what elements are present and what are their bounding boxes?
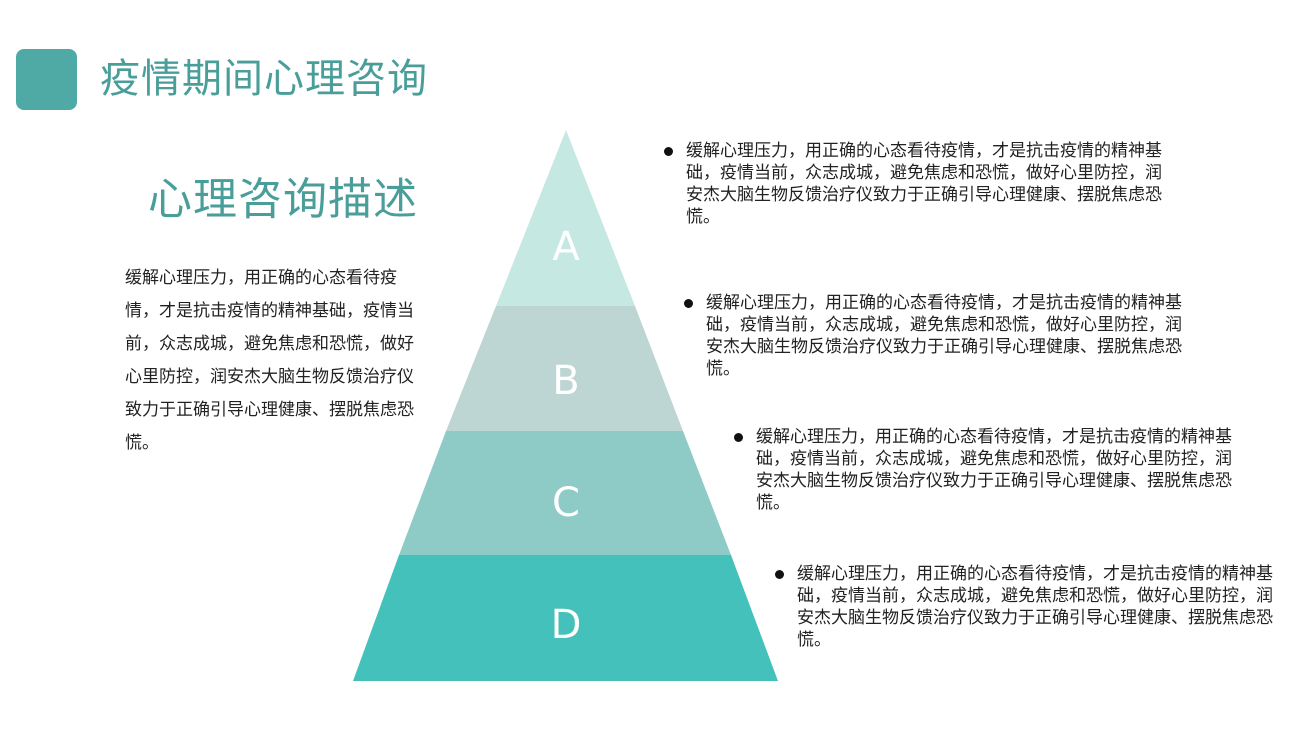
page-title: 疫情期间心理咨询 (100, 56, 428, 102)
bullet-text-c: 缓解心理压力，用正确的心态看待疫情，才是抗击疫情的精神基础，疫情当前，众志成城，… (734, 426, 1248, 514)
section-description: 缓解心理压力，用正确的心态看待疫情，才是抗击疫情的精神基础，疫情当前，众志成城，… (125, 268, 414, 453)
pyramid-label-a: A (552, 224, 580, 270)
bullet-text-a: 缓解心理压力，用正确的心态看待疫情，才是抗击疫情的精神基础，疫情当前，众志成城，… (664, 140, 1178, 228)
title-accent-square (16, 49, 77, 110)
pyramid-level-d (353, 555, 778, 681)
pyramid-level-b (446, 306, 683, 431)
pyramid-label-c: C (552, 480, 580, 526)
bullet-text-b: 缓解心理压力，用正确的心态看待疫情，才是抗击疫情的精神基础，疫情当前，众志成城，… (684, 292, 1198, 380)
section-title: 心理咨询描述 (148, 174, 418, 225)
bullet-text-d: 缓解心理压力，用正确的心态看待疫情，才是抗击疫情的精神基础，疫情当前，众志成城，… (775, 563, 1273, 651)
pyramid-label-d: D (551, 602, 582, 648)
pyramid-level-c (399, 431, 731, 555)
pyramid-label-b: B (552, 358, 579, 404)
pyramid-level-a (496, 130, 635, 306)
